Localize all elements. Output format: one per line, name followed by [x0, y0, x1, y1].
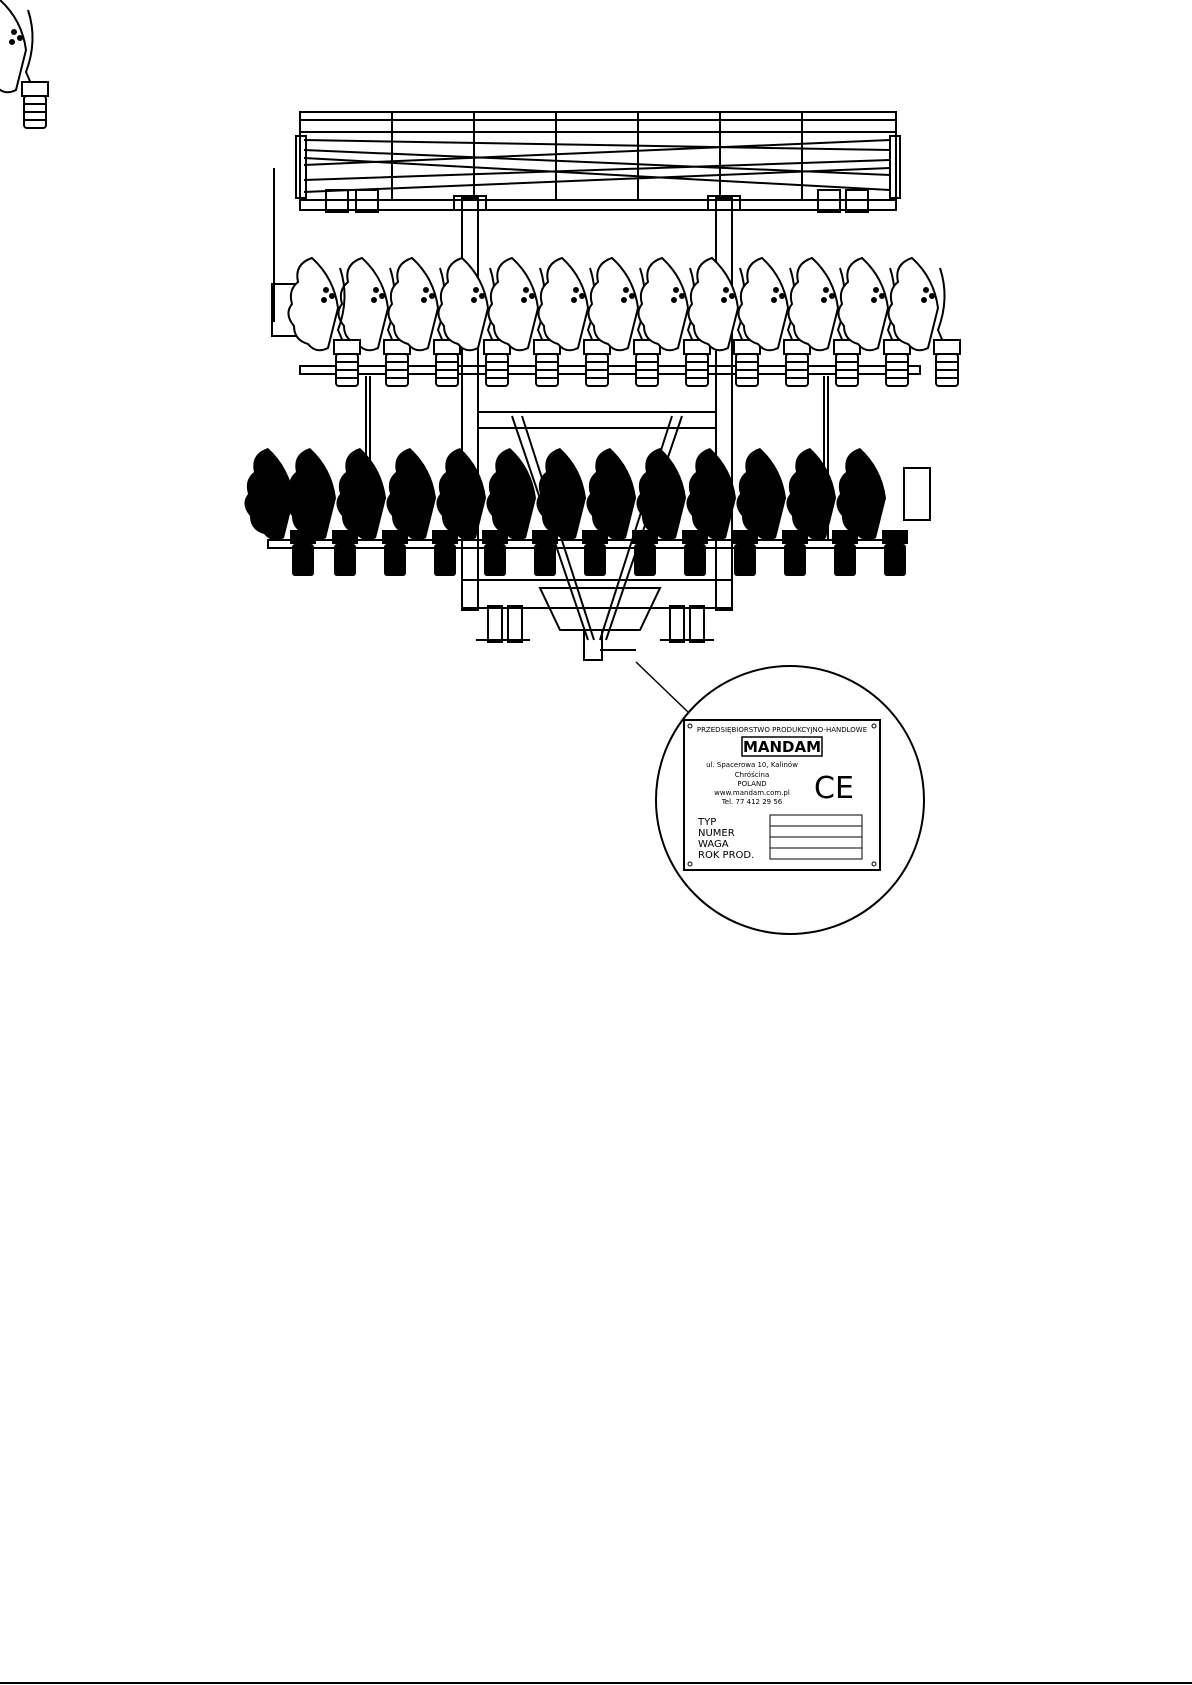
rear-disc-gang [244, 448, 908, 576]
ce-mark: CE [814, 771, 854, 806]
rear-roller [296, 112, 900, 212]
plate-brand: MANDAM [743, 738, 821, 756]
plate-field-waga: WAGA [698, 839, 729, 850]
plate-address-1: ul. Spacerowa 10, Kalinów [706, 761, 798, 769]
plate-phone: Tel. 77 412 29 56 [721, 798, 783, 806]
plate-field-typ: TYP [697, 817, 716, 828]
plate-field-rok: ROK PROD. [698, 850, 754, 861]
plate-website: www.mandam.com.pl [714, 789, 790, 797]
page-bottom-rule [0, 1682, 1192, 1684]
plate-address-2: Chróścina [735, 771, 770, 779]
plate-field-numer: NUMER [698, 828, 735, 839]
leader-line [636, 662, 688, 712]
main-frame [268, 168, 930, 660]
front-disc-gang [0, 0, 960, 386]
nameplate-callout: PRZEDSIĘBIORSTWO PRODUKCYJNO-HANDLOWE MA… [656, 666, 924, 934]
plate-country: POLAND [737, 780, 766, 788]
disc-unit [0, 0, 48, 128]
plate-header: PRZEDSIĘBIORSTWO PRODUKCYJNO-HANDLOWE [697, 726, 867, 734]
